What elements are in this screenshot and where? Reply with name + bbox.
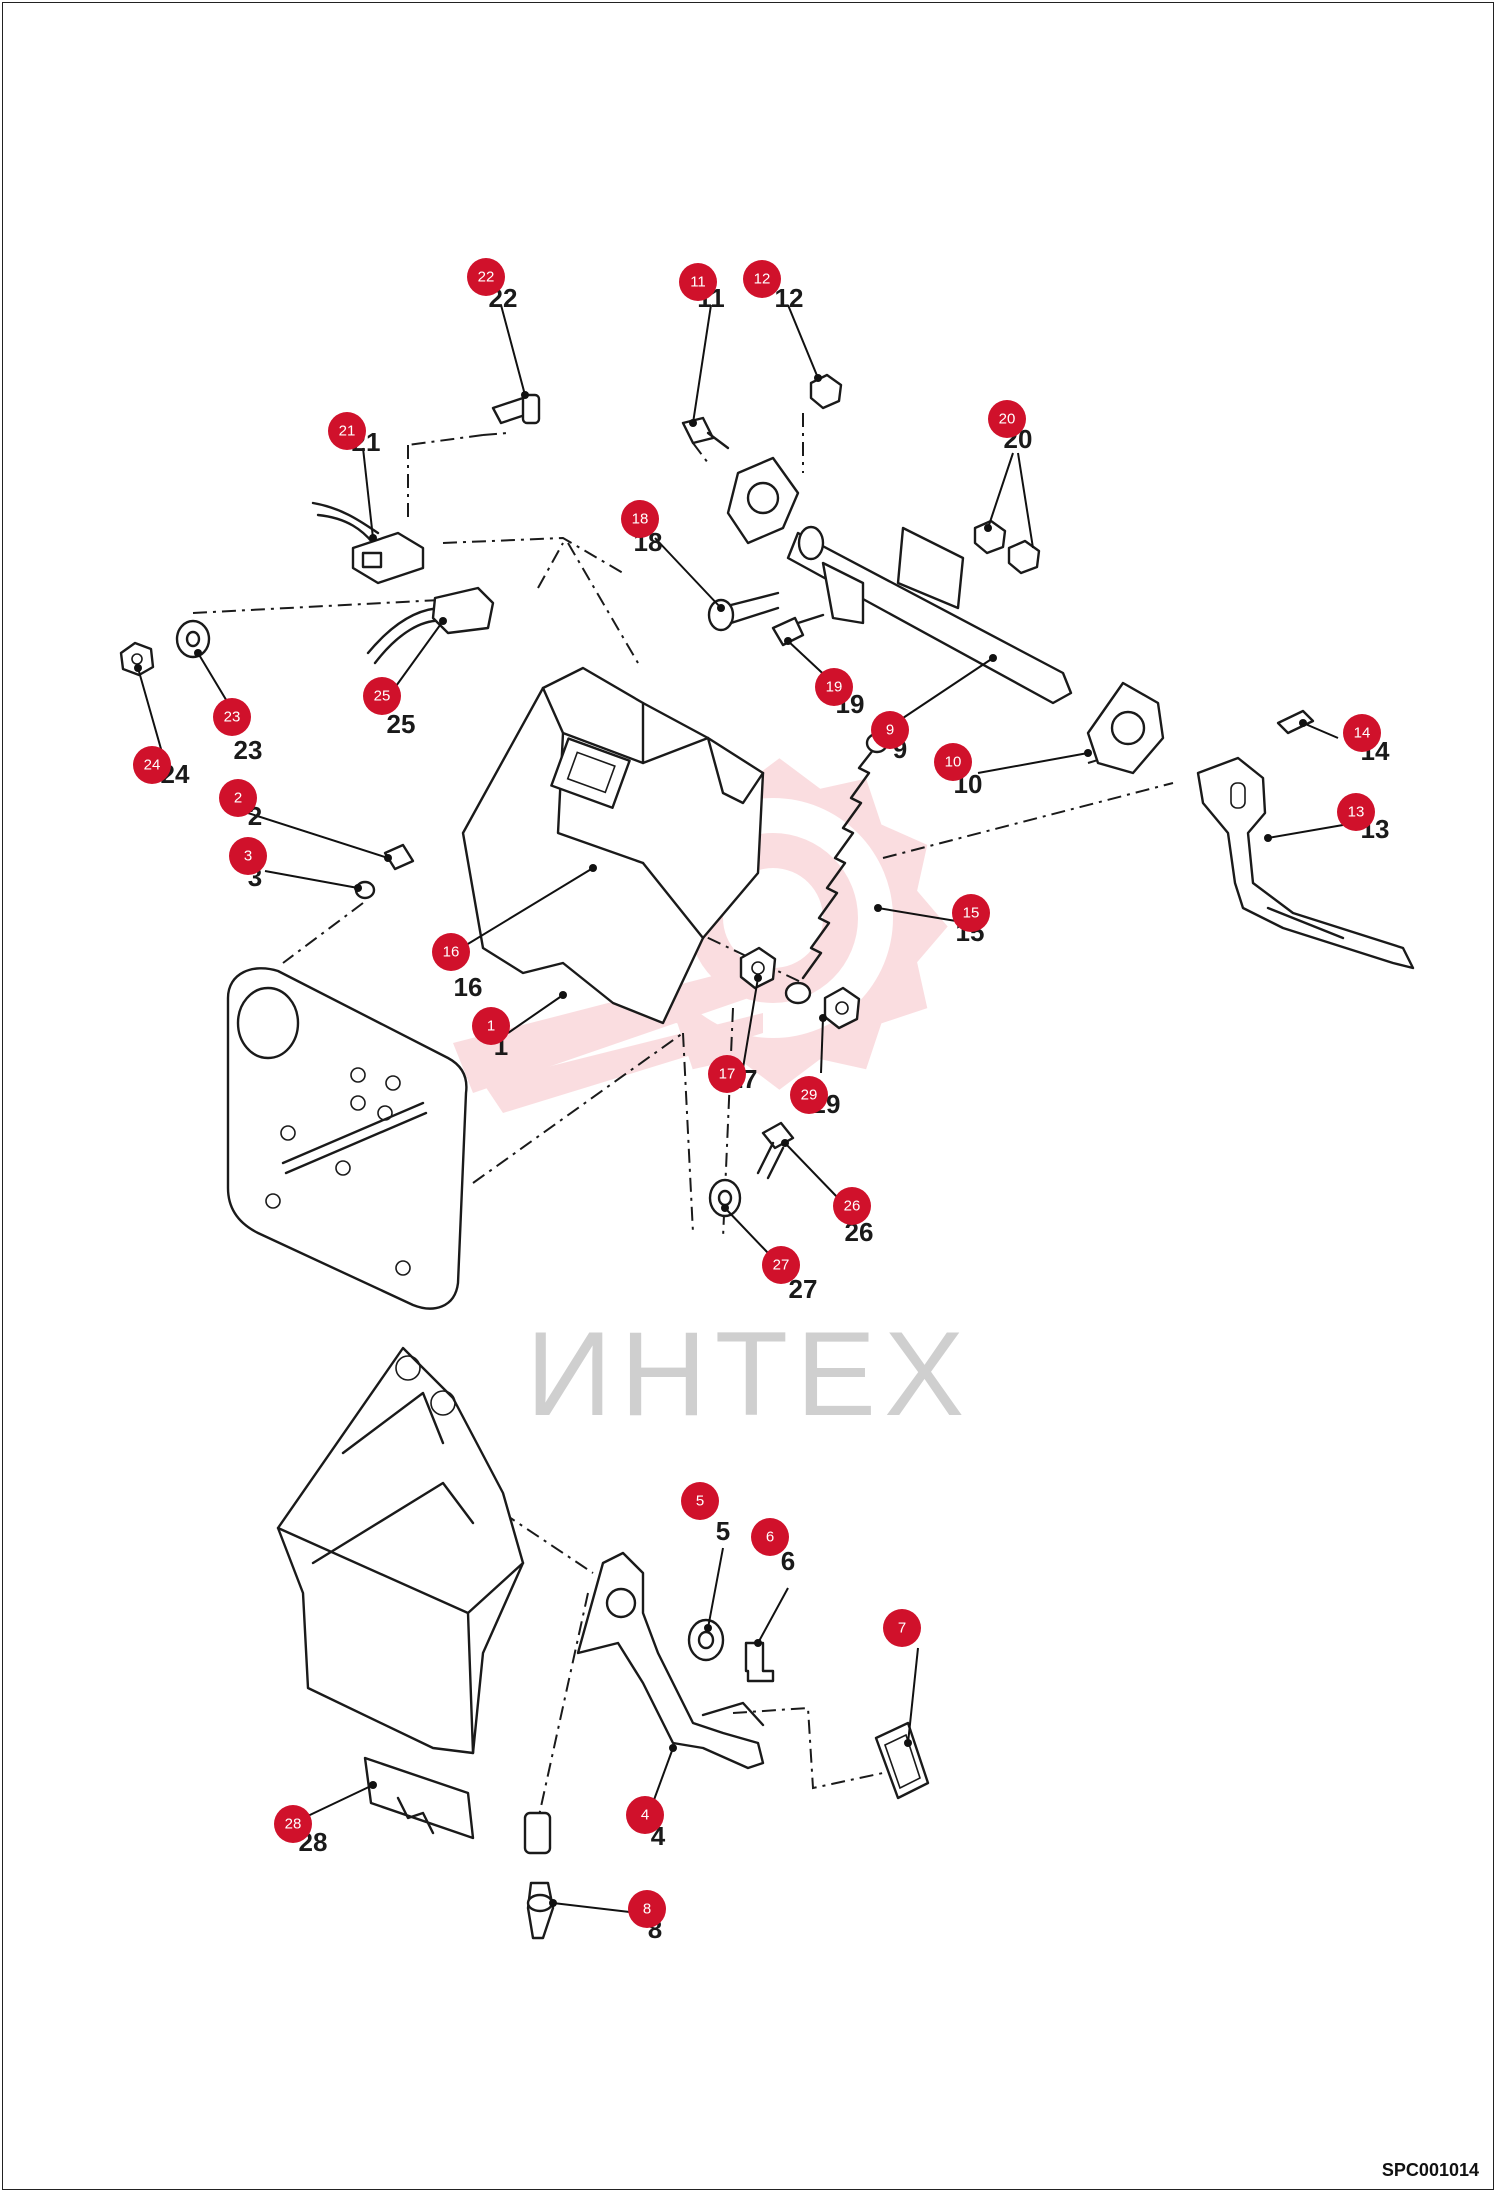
callout-23[interactable]: 23: [213, 698, 251, 736]
callout-1[interactable]: 1: [472, 1007, 510, 1045]
callout-25[interactable]: 25: [363, 677, 401, 715]
leader-lines: [134, 304, 1344, 1914]
part-18-bolt: [707, 591, 780, 632]
part-6-pin: [744, 1641, 775, 1683]
callout-8[interactable]: 8: [628, 1890, 666, 1928]
callout-markers: 22 11 12 21 20 18 24 23 25 19 9 10 14 13…: [133, 258, 1381, 1928]
svg-text:6: 6: [766, 1529, 774, 1546]
svg-text:19: 19: [826, 679, 843, 696]
callout-7[interactable]: 7: [883, 1609, 921, 1647]
svg-text:26: 26: [844, 1198, 861, 1215]
callout-5[interactable]: 5: [681, 1482, 719, 1520]
svg-text:4: 4: [641, 1807, 649, 1824]
svg-text:1: 1: [487, 1018, 495, 1035]
part-14-pin: [1276, 709, 1315, 735]
svg-text:3: 3: [244, 848, 252, 865]
item-number-5: 5: [716, 1516, 730, 1546]
part-4-pedal: [576, 1551, 765, 1770]
part-7-pad: [874, 1721, 930, 1800]
part-2-screw: [383, 843, 415, 871]
part-13-pedal: [1196, 756, 1415, 970]
svg-text:9: 9: [886, 722, 894, 739]
svg-text:27: 27: [773, 1257, 790, 1274]
item-number-25: 25: [387, 709, 416, 739]
item-number-6: 6: [781, 1546, 795, 1576]
part-24-nut: [119, 641, 155, 677]
callout-22[interactable]: 22: [467, 258, 505, 296]
part-1-bracket: [461, 666, 765, 1025]
part-23-washer: [175, 619, 211, 659]
svg-text:22: 22: [478, 269, 495, 286]
callout-16[interactable]: 16: [432, 933, 470, 971]
callout-19[interactable]: 19: [815, 668, 853, 706]
exploded-parts-diagram: ИНТЕХ: [119, 258, 1415, 1944]
part-15-spring: [784, 732, 889, 1005]
part-10-flange: [1086, 681, 1165, 775]
part-28-strip: [363, 1756, 475, 1840]
part-25-sensor: [366, 586, 495, 665]
svg-text:13: 13: [1348, 804, 1365, 821]
callout-4[interactable]: 4: [626, 1796, 664, 1834]
part-12-nut: [809, 373, 843, 410]
callout-28[interactable]: 28: [274, 1805, 312, 1843]
callout-29[interactable]: 29: [790, 1076, 828, 1114]
callout-6[interactable]: 6: [751, 1518, 789, 1556]
watermark-text: ИНТЕХ: [526, 1307, 972, 1441]
svg-text:21: 21: [339, 423, 356, 440]
callout-18[interactable]: 18: [621, 500, 659, 538]
callout-11[interactable]: 11: [679, 263, 717, 301]
callout-2[interactable]: 2: [219, 779, 257, 817]
document-code: SPC001014: [1381, 2160, 1479, 2180]
svg-text:29: 29: [801, 1087, 818, 1104]
svg-text:25: 25: [374, 688, 391, 705]
svg-text:8: 8: [643, 1901, 651, 1918]
part-21-switch-bracket: [311, 501, 425, 585]
part-8-clevis: [523, 1811, 555, 1940]
svg-text:10: 10: [945, 754, 962, 771]
part-22-bolt: [491, 393, 541, 425]
callout-24[interactable]: 24: [133, 746, 171, 784]
callout-20[interactable]: 20: [988, 400, 1026, 438]
svg-text:23: 23: [224, 709, 241, 726]
svg-text:7: 7: [898, 1620, 906, 1637]
part-20-nuts: [973, 519, 1041, 575]
svg-text:2: 2: [234, 790, 242, 807]
svg-text:11: 11: [690, 274, 706, 291]
svg-text:12: 12: [754, 271, 771, 288]
callout-21[interactable]: 21: [328, 412, 366, 450]
svg-text:20: 20: [999, 411, 1016, 428]
part-27-washer: [708, 1178, 742, 1218]
svg-text:17: 17: [719, 1066, 736, 1083]
part-5-bushing: [687, 1618, 725, 1662]
callout-26[interactable]: 26: [833, 1187, 871, 1225]
callout-15[interactable]: 15: [952, 894, 990, 932]
callout-13[interactable]: 13: [1337, 793, 1375, 831]
item-number-12: 12: [775, 283, 804, 313]
item-number-16: 16: [454, 972, 483, 1002]
part-28-plate: [226, 967, 468, 1310]
callout-14[interactable]: 14: [1343, 714, 1381, 752]
svg-text:24: 24: [144, 757, 161, 774]
svg-text:14: 14: [1354, 725, 1371, 742]
callout-17[interactable]: 17: [708, 1055, 746, 1093]
svg-text:18: 18: [632, 511, 649, 528]
part-9-shaft: [726, 456, 1073, 705]
callout-10[interactable]: 10: [934, 743, 972, 781]
part-19-bolt: [771, 613, 825, 647]
svg-text:15: 15: [963, 905, 980, 922]
part-1-lower-housing: [276, 1346, 525, 1755]
svg-text:5: 5: [696, 1493, 704, 1510]
callout-3[interactable]: 3: [229, 837, 267, 875]
part-26-bolt: [756, 1121, 795, 1180]
svg-text:16: 16: [443, 944, 460, 961]
svg-text:28: 28: [285, 1816, 302, 1833]
callout-12[interactable]: 12: [743, 260, 781, 298]
callout-27[interactable]: 27: [762, 1246, 800, 1284]
callout-9[interactable]: 9: [871, 711, 909, 749]
item-number-23: 23: [234, 735, 263, 765]
